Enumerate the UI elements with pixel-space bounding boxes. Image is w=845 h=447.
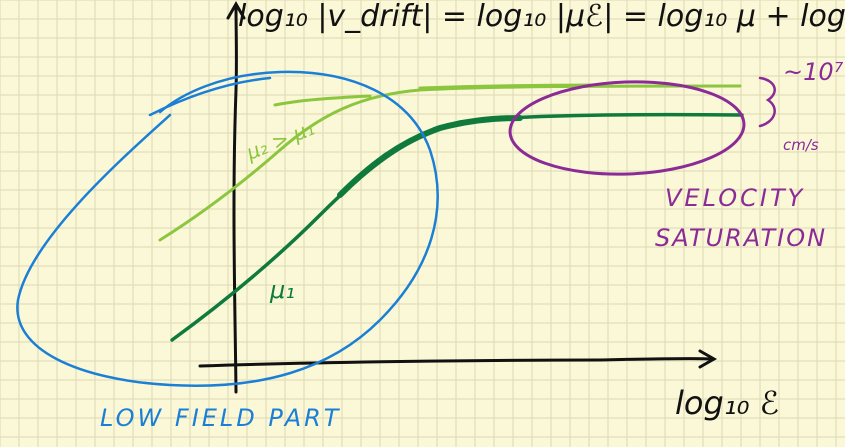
low-field-label: LOW FIELD PART [100,404,341,432]
saturation-ellipse [508,80,746,176]
curve-high-mobility-stroke2 [273,94,372,107]
equation-text: log₁₀ |v_drift| = log₁₀ |μℰ| = log₁₀ μ +… [238,0,845,34]
velocity-saturation-line1: VELOCITY [665,184,805,212]
low-field-ellipse-overstroke [148,76,272,117]
y-axis-arrowhead [226,0,246,20]
x-axis-arrowhead [698,349,718,369]
curve-low-mobility-label: μ₁ [269,276,295,304]
x-axis [198,357,714,368]
y-axis [232,4,238,394]
curve-high-mobility-stroke3 [418,83,602,90]
x-axis-label: log₁₀ ℰ [675,384,779,422]
velocity-saturation-line2: SATURATION [655,224,827,252]
saturation-value: ~10⁷ [783,58,844,86]
low-field-ellipse [16,70,439,387]
saturation-unit: cm/s [783,136,819,154]
curve-high-mobility-label: μ₂ > μ₁ [242,116,318,165]
saturation-bracket [758,76,776,128]
curve-low-mobility-thick [337,115,523,198]
